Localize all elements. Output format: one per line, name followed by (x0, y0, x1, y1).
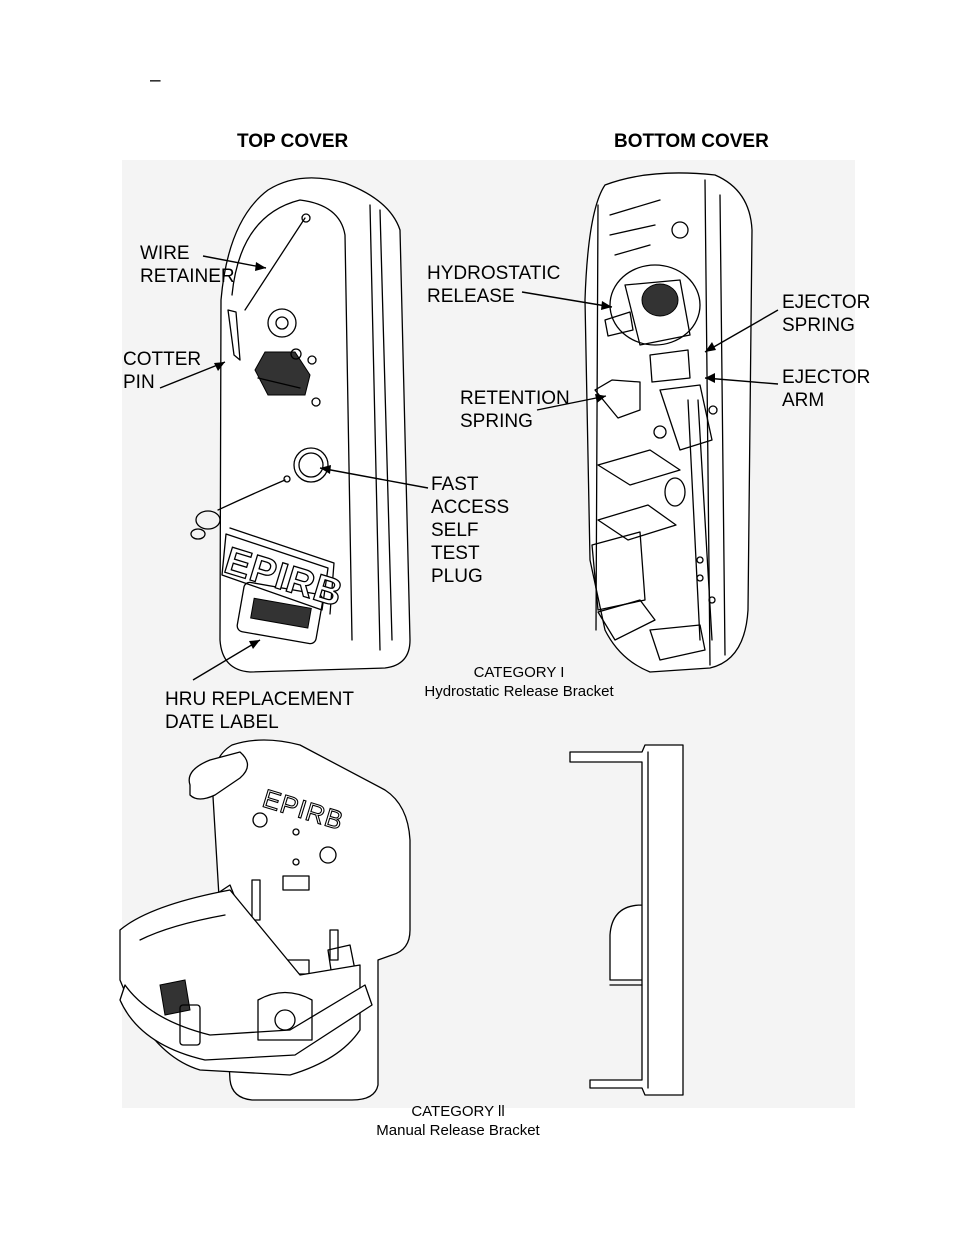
bottom-cover-drawing (584, 172, 753, 673)
heading-top-cover: TOP COVER (237, 131, 349, 152)
heading-bottom-cover: BOTTOM COVER (614, 131, 769, 152)
callout-retention-spring: RETENTION SPRING (460, 388, 570, 432)
top-cover-drawing (190, 177, 411, 673)
callout-fast-access-self-test-plug: FAST ACCESS SELF TEST PLUG (431, 474, 510, 587)
callout-hru-replacement-date-label: HRU REPLACEMENT DATE LABEL (165, 689, 354, 733)
callout-arrows (159, 255, 779, 681)
page-mark: – (150, 70, 161, 91)
callout-ejector-arm: EJECTOR ARM (782, 367, 871, 411)
callout-wire-retainer: WIRE RETAINER (140, 243, 235, 287)
category2-side-profile (569, 744, 684, 1096)
callout-ejector-spring: EJECTOR SPRING (782, 292, 871, 336)
caption-category-2: CATEGORY ll Manual Release Bracket (376, 1103, 540, 1139)
caption-category-1: CATEGORY I Hydrostatic Release Bracket (424, 664, 614, 700)
category2-bracket-drawing (119, 739, 411, 1101)
callout-hydrostatic-release: HYDROSTATIC RELEASE (427, 263, 561, 307)
callout-cotter-pin: COTTER PIN (123, 349, 202, 393)
